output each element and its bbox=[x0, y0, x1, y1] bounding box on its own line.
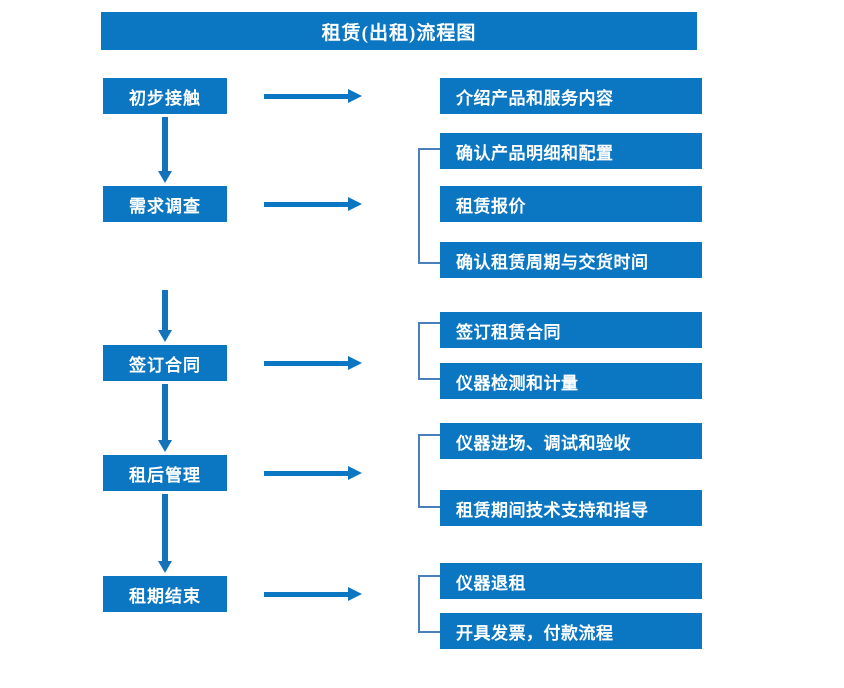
detail-box-10[interactable]: 开具发票，付款流程 bbox=[440, 613, 702, 649]
arrow-shaft bbox=[264, 202, 350, 207]
vertical-arrow-4 bbox=[158, 494, 172, 573]
detail-box-6[interactable]: 仪器检测和计量 bbox=[440, 363, 702, 399]
detail-box-9[interactable]: 仪器退租 bbox=[440, 563, 702, 599]
arrow-shaft bbox=[264, 94, 350, 99]
group-bracket-requirements bbox=[418, 148, 440, 264]
detail-box-7[interactable]: 仪器进场、调试和验收 bbox=[440, 423, 702, 459]
arrow-shaft bbox=[264, 361, 350, 366]
arrow-shaft bbox=[162, 494, 168, 561]
arrow-head bbox=[348, 356, 362, 370]
stage-box-4[interactable]: 租后管理 bbox=[103, 455, 227, 491]
arrow-head bbox=[158, 561, 172, 573]
horizontal-arrow-4 bbox=[264, 466, 362, 480]
group-bracket-end-of-term bbox=[418, 575, 440, 633]
arrow-shaft bbox=[162, 290, 168, 330]
detail-box-8[interactable]: 租赁期间技术支持和指导 bbox=[440, 490, 702, 526]
arrow-head bbox=[348, 587, 362, 601]
arrow-head bbox=[158, 171, 172, 183]
detail-box-4[interactable]: 确认租赁周期与交货时间 bbox=[440, 242, 702, 278]
detail-box-3[interactable]: 租赁报价 bbox=[440, 186, 702, 222]
arrow-head bbox=[348, 466, 362, 480]
arrow-shaft bbox=[264, 471, 350, 476]
stage-box-1[interactable]: 初步接触 bbox=[103, 78, 227, 114]
detail-box-5[interactable]: 签订租赁合同 bbox=[440, 312, 702, 348]
arrow-head bbox=[158, 440, 172, 452]
horizontal-arrow-1 bbox=[264, 89, 362, 103]
stage-box-5[interactable]: 租期结束 bbox=[103, 576, 227, 612]
group-bracket-post-rental bbox=[418, 434, 440, 508]
stage-box-3[interactable]: 签订合同 bbox=[103, 345, 227, 381]
horizontal-arrow-5 bbox=[264, 587, 362, 601]
arrow-head bbox=[348, 197, 362, 211]
stage-box-2[interactable]: 需求调查 bbox=[103, 186, 227, 222]
vertical-arrow-3 bbox=[158, 384, 172, 452]
detail-box-2[interactable]: 确认产品明细和配置 bbox=[440, 133, 702, 169]
vertical-arrow-2 bbox=[158, 290, 172, 342]
arrow-head bbox=[158, 330, 172, 342]
group-bracket-contract bbox=[418, 322, 440, 380]
arrow-shaft bbox=[162, 384, 168, 440]
arrow-head bbox=[348, 89, 362, 103]
detail-box-1[interactable]: 介绍产品和服务内容 bbox=[440, 78, 702, 114]
horizontal-arrow-3 bbox=[264, 356, 362, 370]
horizontal-arrow-2 bbox=[264, 197, 362, 211]
arrow-shaft bbox=[264, 592, 350, 597]
page-title: 租赁(出租)流程图 bbox=[101, 12, 697, 50]
arrow-shaft bbox=[162, 117, 168, 171]
vertical-arrow-1 bbox=[158, 117, 172, 183]
